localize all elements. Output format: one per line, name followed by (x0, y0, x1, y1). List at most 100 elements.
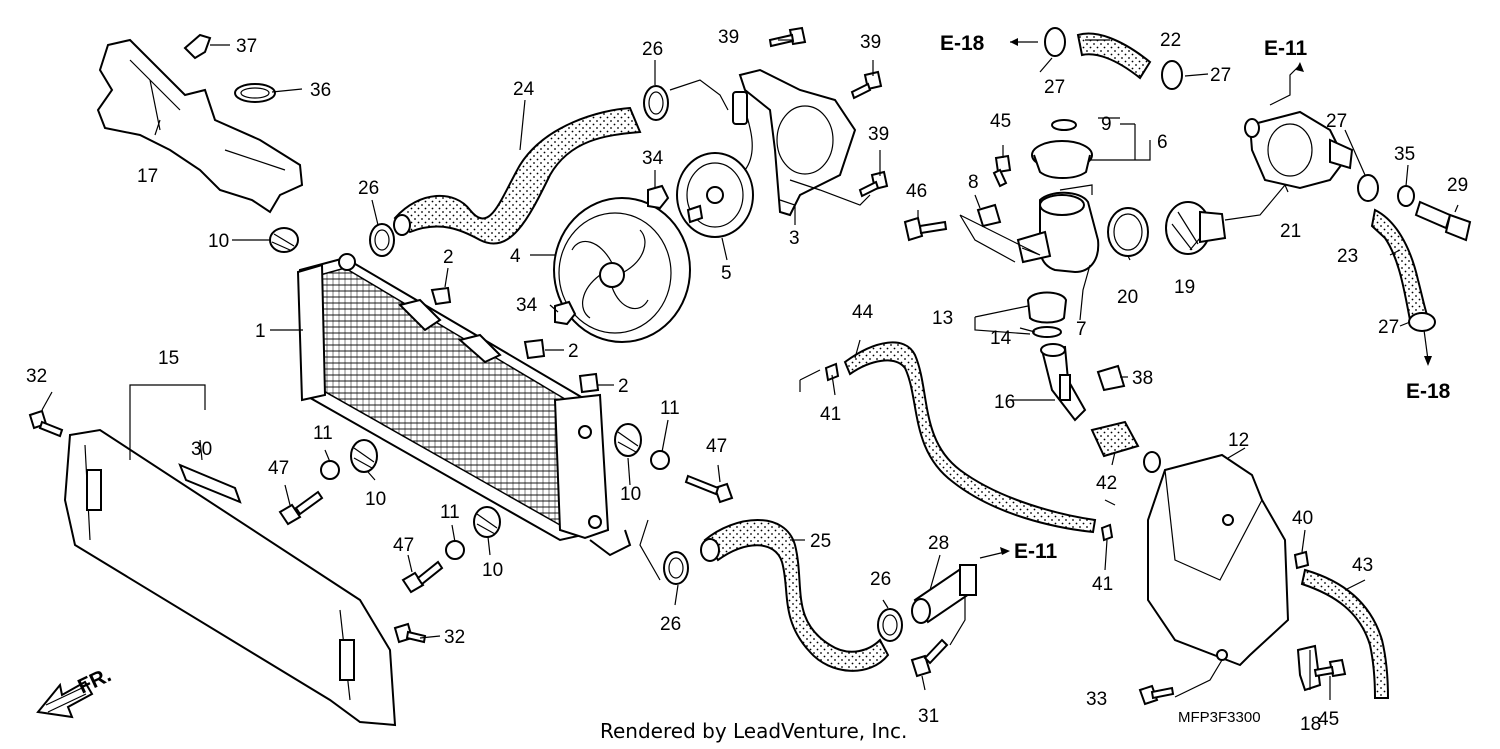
shroud-15 (63, 428, 397, 727)
radiator-1 (296, 253, 632, 557)
thermostat-housing-21 (1244, 110, 1354, 190)
ref-e11-top: E-11 (1264, 37, 1308, 60)
callout-17: 17 (137, 166, 158, 187)
bolt-32b (393, 622, 427, 644)
hose-25 (700, 519, 890, 672)
clip-2c (578, 372, 600, 394)
filler-neck-7 (1016, 191, 1100, 274)
clamp-26c (663, 551, 689, 585)
callout-11: 11 (440, 502, 460, 523)
callout-27: 27 (1326, 111, 1347, 132)
bolt-39b (850, 70, 883, 100)
hose-43 (1300, 568, 1390, 699)
filler-neck-16 (1040, 343, 1087, 422)
callout-41: 41 (820, 404, 841, 425)
callout-7: 7 (1076, 319, 1087, 340)
callout-9: 9 (1101, 114, 1112, 135)
callout-27: 27 (1044, 77, 1065, 98)
clip-40 (1293, 550, 1310, 570)
leader-lines (41, 39, 1459, 700)
callout-8: 8 (968, 172, 979, 193)
callout-42: 42 (1096, 473, 1117, 494)
callout-16: 16 (994, 392, 1015, 413)
bolt-33 (1138, 684, 1175, 706)
callout-33: 33 (1086, 689, 1107, 710)
callout-26: 26 (642, 39, 663, 60)
callout-5: 5 (721, 263, 732, 284)
fan-shroud-3 (738, 68, 857, 217)
grommet-10a (269, 227, 299, 253)
o-ring-20 (1107, 207, 1149, 257)
collar-11b (445, 540, 465, 560)
callout-37: 37 (236, 36, 257, 57)
front-direction-arrow: FR. (36, 663, 115, 719)
bolt-46 (903, 216, 948, 242)
callout-18: 18 (1300, 714, 1321, 735)
callout-47: 47 (706, 436, 727, 457)
callout-21: 21 (1280, 221, 1301, 242)
clamp-36 (234, 83, 276, 103)
ref-e11-bottom: E-11 (1014, 540, 1058, 563)
callout-2: 2 (618, 376, 629, 397)
callout-25: 25 (810, 531, 831, 552)
callout-45: 45 (1318, 709, 1339, 730)
callout-24: 24 (513, 79, 535, 100)
clamp-27a (1044, 27, 1066, 57)
radiator-cap-6 (1031, 119, 1093, 179)
bolt-39c (858, 170, 889, 198)
clamp-26b (369, 223, 395, 257)
callout-43: 43 (1352, 555, 1373, 576)
washer-35 (1397, 185, 1415, 207)
callout-6: 6 (1157, 132, 1168, 153)
bracket-17 (96, 38, 304, 214)
callout-47: 47 (393, 535, 414, 556)
grommet-10d (614, 423, 642, 457)
callout-27: 27 (1378, 317, 1399, 338)
callout-27: 27 (1210, 65, 1231, 86)
callout-10: 10 (620, 484, 641, 505)
callout-11: 11 (660, 398, 680, 419)
clip-41a (824, 362, 840, 382)
clip-2a (430, 286, 452, 306)
callout-26: 26 (358, 178, 379, 199)
bolt-32a (28, 409, 64, 438)
clip-8 (976, 203, 1002, 228)
nut-34b (554, 300, 577, 326)
callout-40: 40 (1292, 508, 1313, 529)
callout-41: 41 (1092, 574, 1113, 595)
callout-46: 46 (906, 181, 927, 202)
callout-30: 30 (191, 439, 212, 460)
callout-39: 39 (718, 27, 739, 48)
fan-motor-5 (676, 91, 754, 238)
callout-44: 44 (852, 302, 874, 323)
ref-e18-right: E-18 (1406, 380, 1451, 403)
callout-2: 2 (568, 341, 579, 362)
callout-13: 13 (932, 308, 953, 329)
bolt-39a (768, 26, 807, 48)
callout-31: 31 (918, 706, 939, 727)
callout-32: 32 (444, 627, 465, 648)
callout-1: 1 (255, 321, 266, 342)
hose-23 (1370, 208, 1430, 322)
callout-19: 19 (1174, 277, 1195, 298)
callout-15: 15 (158, 348, 179, 369)
gasket-14 (1032, 326, 1062, 338)
clip-2b (523, 338, 546, 360)
clamp-26a (643, 85, 669, 121)
callout-32: 32 (26, 366, 47, 387)
grommet-10b (350, 439, 378, 473)
callout-29: 29 (1447, 175, 1468, 196)
hose-22 (1076, 32, 1152, 80)
callout-14: 14 (990, 328, 1012, 349)
bolt-47a (278, 490, 324, 526)
drawing-code: MFP3F3300 (1178, 709, 1261, 726)
bracket-18 (1296, 644, 1322, 692)
ref-e18-top: E-18 (940, 32, 985, 55)
bolt-45b (1313, 658, 1347, 678)
callout-10: 10 (482, 560, 503, 581)
hose-42 (1090, 420, 1140, 458)
hose-24 (393, 106, 642, 245)
hose-44 (843, 341, 1097, 534)
callout-26: 26 (660, 614, 681, 635)
collar-11c (650, 450, 670, 470)
